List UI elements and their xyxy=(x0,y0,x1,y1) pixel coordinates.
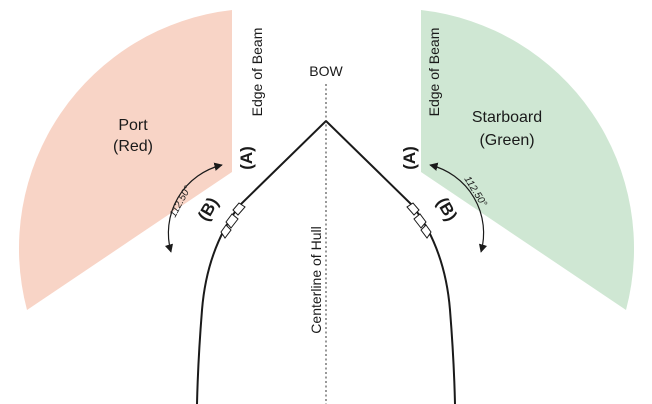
centerline-label: Centerline of Hull xyxy=(308,226,324,333)
port-name: Port xyxy=(118,117,148,134)
marker-a-left: (A) xyxy=(237,146,256,170)
marker-b-right: (B) xyxy=(433,194,461,224)
marker-b-left: (B) xyxy=(194,194,222,224)
starboard-color: (Green) xyxy=(479,132,534,149)
bow-label: BOW xyxy=(309,63,343,79)
starboard-light-fixture xyxy=(406,202,432,239)
port-light-fixture xyxy=(220,202,246,239)
edge-of-beam-left: Edge of Beam xyxy=(249,28,265,117)
edge-of-beam-right: Edge of Beam xyxy=(426,28,442,117)
starboard-name: Starboard xyxy=(472,109,542,126)
port-angle-arc xyxy=(164,162,223,253)
marker-a-right: (A) xyxy=(400,146,419,170)
port-color: (Red) xyxy=(113,138,153,155)
starboard-sector xyxy=(421,10,635,310)
port-sector xyxy=(18,10,232,310)
starboard-angle-arc xyxy=(429,162,488,253)
